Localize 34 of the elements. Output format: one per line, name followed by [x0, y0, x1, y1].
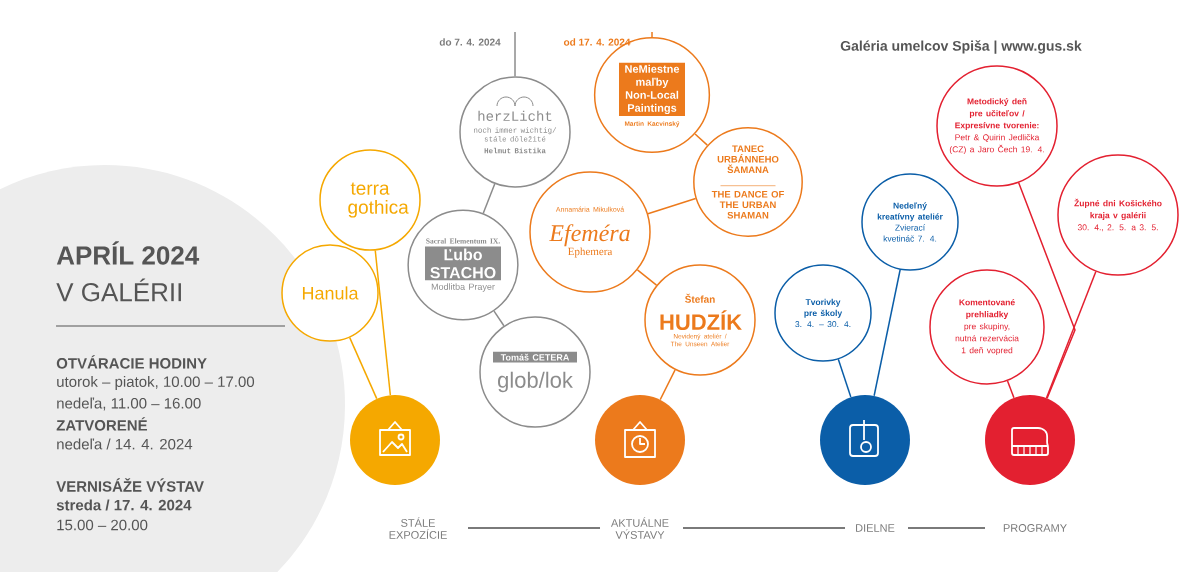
- category-caption: DIELNE: [856, 524, 895, 532]
- connector-line: [1006, 380, 1015, 399]
- text-label: do 7. 4. 2024: [439, 38, 501, 46]
- connector-line: [482, 183, 496, 214]
- text-label: VERNISÁŽE VÝSTAV: [56, 478, 204, 492]
- connector-line: [694, 133, 709, 146]
- connector-line: [1017, 182, 1076, 399]
- text-label: 15.00 – 20.00: [57, 519, 148, 531]
- connector-line: [493, 310, 505, 327]
- connector-line: [636, 269, 658, 286]
- text-label: V GALÉRII: [56, 278, 181, 302]
- connector-line: [837, 358, 852, 398]
- connector-line: [1045, 270, 1097, 399]
- text-label: nedeľa / 14. 4. 2024: [57, 438, 193, 450]
- category-caption: PROGRAMY: [1003, 524, 1067, 532]
- category-caption: AKTUÁLNE VÝSTAVY: [611, 517, 669, 539]
- text-label: nedeľa, 11.00 – 16.00: [57, 397, 201, 411]
- connector-line: [659, 369, 676, 401]
- connector-line: [374, 249, 392, 396]
- connector-line: [651, 31, 653, 38]
- category-circle: [350, 395, 440, 485]
- category-circle: [985, 395, 1075, 485]
- category-caption: STÁLE EXPOZÍCIE: [389, 517, 447, 539]
- text-label: ZATVORENÉ: [56, 417, 147, 431]
- connector-line: [514, 31, 516, 77]
- connector-line: [647, 197, 697, 215]
- category-circle: [595, 395, 685, 485]
- text-label: APRÍL 2024: [56, 241, 200, 265]
- text-label: streda / 17. 4. 2024: [56, 499, 192, 511]
- connector-line: [873, 269, 901, 397]
- text-label: utorok – piatok, 10.00 – 17.00: [57, 376, 255, 390]
- category-circle: [820, 395, 910, 485]
- connector-line: [348, 336, 378, 400]
- text-label: OTVÁRACIE HODINY: [56, 355, 207, 369]
